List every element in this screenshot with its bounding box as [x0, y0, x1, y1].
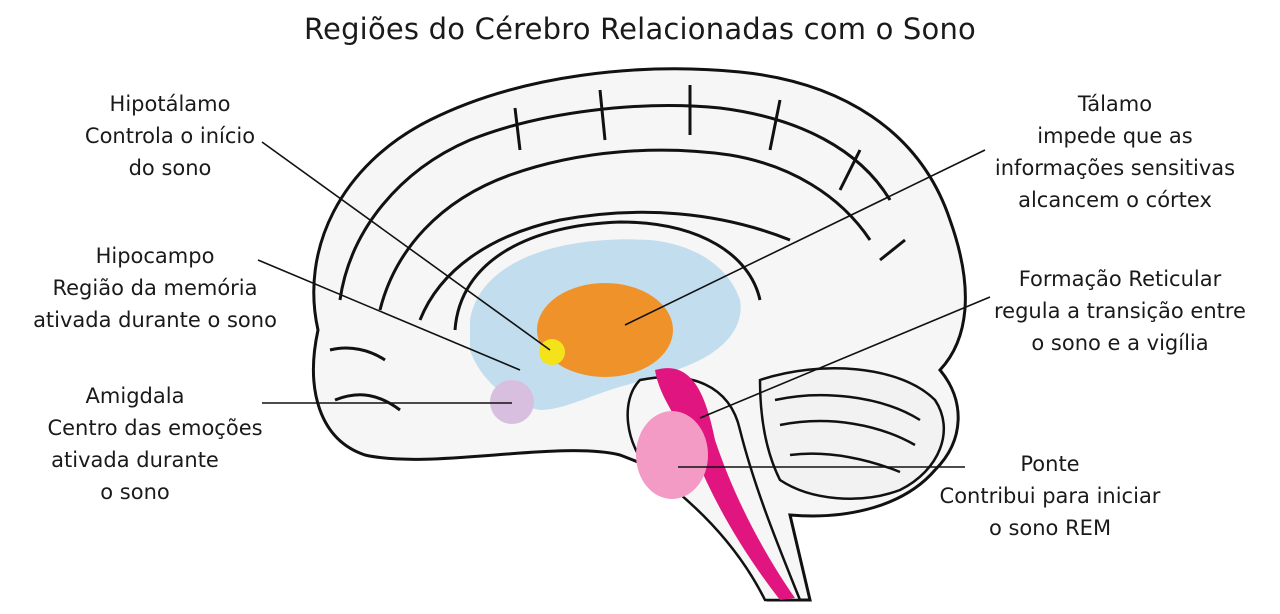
amygdala-shape — [490, 380, 534, 424]
diagram-title: Regiões do Cérebro Relacionadas com o So… — [303, 12, 976, 46]
label-talamo-line: informações sensitivas — [994, 156, 1236, 180]
label-formacao-line: regula a transição entre — [994, 299, 1246, 323]
label-amigdala: Amigdala Centro das emoções ativada dura… — [20, 380, 290, 508]
label-talamo-line: impede que as — [1037, 124, 1193, 148]
label-hipotalamo: Hipotálamo Controla o início do sono — [55, 88, 285, 184]
label-hipocampo-line: ativada durante o sono — [33, 308, 277, 332]
label-hipocampo: Hipocampo Região da memória ativada dura… — [20, 240, 290, 336]
hypothalamus-shape — [539, 339, 565, 365]
leader-hipocampo — [257, 259, 521, 371]
label-ponte-name: Ponte — [1020, 452, 1080, 476]
label-hipotalamo-name: Hipotálamo — [109, 92, 231, 116]
label-hipocampo-name: Hipocampo — [95, 244, 215, 268]
label-amigdala-name: Amigdala — [85, 384, 185, 408]
cortex-gyri — [329, 85, 906, 412]
thalamus-shape — [537, 283, 673, 377]
label-amigdala-line: Centro das emoções — [47, 416, 263, 440]
label-amigdala-line: ativada durante — [51, 448, 219, 472]
label-formacao: Formação Reticular regula a transição en… — [975, 263, 1265, 359]
cerebellum — [758, 367, 945, 500]
leader-talamo — [624, 149, 986, 326]
label-ponte: Ponte Contribui para iniciar o sono REM — [905, 448, 1195, 544]
label-hipotalamo-line: do sono — [128, 156, 212, 180]
label-formacao-name: Formação Reticular — [1018, 267, 1222, 291]
corpus-callosum — [453, 220, 762, 331]
leader-hipotalamo — [261, 141, 551, 351]
leader-formacao — [699, 296, 991, 419]
label-ponte-line: Contribui para iniciar — [939, 484, 1161, 508]
label-talamo-line: alcancem o córtex — [1018, 188, 1212, 212]
label-talamo: Tálamo impede que as informações sensiti… — [975, 88, 1255, 216]
label-hipocampo-line: Região da memória — [52, 276, 258, 300]
label-talamo-name: Tálamo — [1077, 92, 1153, 116]
pons-shape — [636, 411, 708, 499]
label-hipotalamo-line: Controla o início — [84, 124, 256, 148]
label-amigdala-line: o sono — [100, 480, 170, 504]
leader-lines — [257, 141, 991, 468]
label-formacao-line: o sono e a vigília — [1031, 331, 1209, 355]
label-ponte-line: o sono REM — [988, 516, 1112, 540]
